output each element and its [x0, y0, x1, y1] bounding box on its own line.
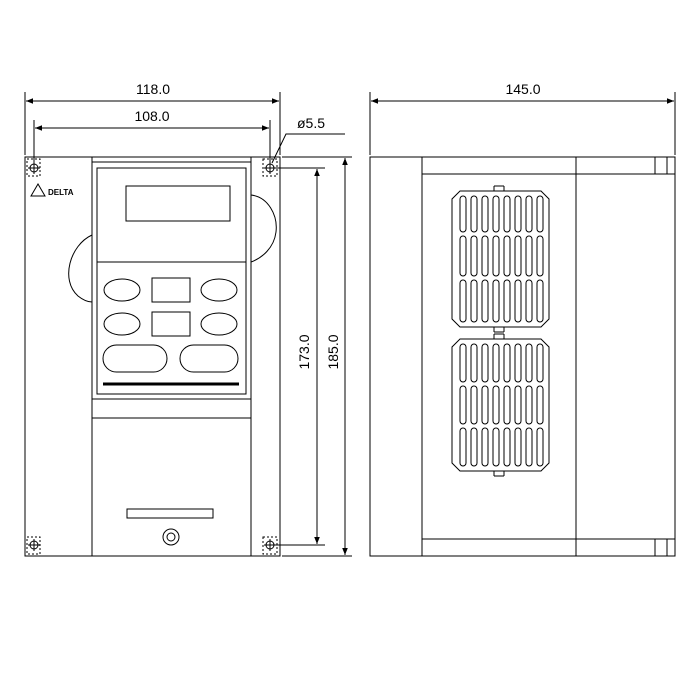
vent-slot	[503, 343, 511, 383]
vent-slot	[492, 279, 500, 323]
vent-slot	[503, 279, 511, 323]
side-vent-upper	[451, 185, 550, 333]
dim-hole-diameter: ø5.5	[297, 115, 325, 131]
vent-slot	[514, 279, 522, 323]
vent-slot	[470, 343, 478, 383]
front-dimension-lines	[24, 92, 352, 557]
key-right-2	[200, 312, 238, 336]
key-left-1	[103, 278, 141, 302]
vent-slot	[481, 385, 489, 425]
dim-side-depth: 145.0	[505, 81, 540, 97]
vent-slot	[536, 385, 544, 425]
vent-slot	[536, 427, 544, 467]
vent-slot	[459, 195, 467, 233]
vent-slot	[503, 195, 511, 233]
vent-slot	[536, 195, 544, 233]
delta-logo	[30, 183, 46, 197]
vent-slot	[514, 385, 522, 425]
dim-height-holes: 173.0	[296, 334, 312, 369]
vent-slot	[459, 427, 467, 467]
vent-slot	[503, 235, 511, 277]
vent-slot	[470, 195, 478, 233]
vent-slot	[470, 427, 478, 467]
left-lobe	[68, 234, 93, 303]
vent-slot	[525, 235, 533, 277]
key-large-left	[102, 344, 168, 373]
front-view	[24, 156, 281, 557]
vent-slot	[492, 427, 500, 467]
vent-slot	[481, 195, 489, 233]
side-housing-outline	[369, 156, 676, 557]
vent-slot	[514, 235, 522, 277]
key-center-1	[151, 277, 191, 303]
vent-slot	[459, 279, 467, 323]
vent-slot	[492, 235, 500, 277]
vent-slot	[481, 343, 489, 383]
mounting-hole-bottom-right	[262, 536, 278, 555]
vent-slot	[481, 279, 489, 323]
vent-slot	[525, 385, 533, 425]
mounting-hole-top-right	[262, 158, 278, 177]
vent-slot	[514, 343, 522, 383]
vent-slot	[525, 279, 533, 323]
lcd-display	[125, 185, 231, 222]
mounting-hole-top-left	[26, 158, 41, 177]
key-large-right	[179, 344, 239, 373]
vent-slot	[514, 195, 522, 233]
dim-front-width-holes: 108.0	[134, 108, 169, 124]
vent-slot	[470, 235, 478, 277]
key-center-2	[151, 311, 191, 337]
vent-slot	[514, 427, 522, 467]
vent-slot	[536, 279, 544, 323]
vent-slot	[492, 385, 500, 425]
keypad-button-area	[96, 261, 247, 395]
side-vent-lower	[451, 333, 550, 477]
dim-front-width-overall: 118.0	[136, 81, 170, 97]
vent-slot	[536, 235, 544, 277]
vent-slot	[470, 279, 478, 323]
front-housing-outline	[24, 156, 281, 557]
vent-slot	[492, 195, 500, 233]
vent-slot	[525, 195, 533, 233]
vent-slot	[126, 508, 214, 519]
vent-slot	[525, 427, 533, 467]
vent-slot	[470, 385, 478, 425]
vent-slot	[503, 385, 511, 425]
vent-slot	[536, 343, 544, 383]
right-lobe	[250, 194, 277, 263]
vent-slot	[459, 235, 467, 277]
side-view	[369, 156, 676, 557]
vent-slot	[459, 385, 467, 425]
key-right-1	[200, 278, 238, 302]
vent-slot	[481, 427, 489, 467]
mounting-hole-bottom-left	[26, 536, 41, 555]
logo-text: DELTA	[48, 188, 74, 197]
side-dimension-lines	[369, 92, 676, 155]
key-left-2	[103, 312, 141, 336]
cover-screw-outer	[162, 528, 180, 546]
vent-slot	[525, 343, 533, 383]
keypad-panel	[91, 161, 252, 400]
vent-slot	[481, 235, 489, 277]
dim-height-overall: 185.0	[325, 334, 341, 369]
vent-slot	[492, 343, 500, 383]
cover-screw-inner	[166, 532, 176, 542]
vent-slot	[459, 343, 467, 383]
vent-slot	[503, 427, 511, 467]
